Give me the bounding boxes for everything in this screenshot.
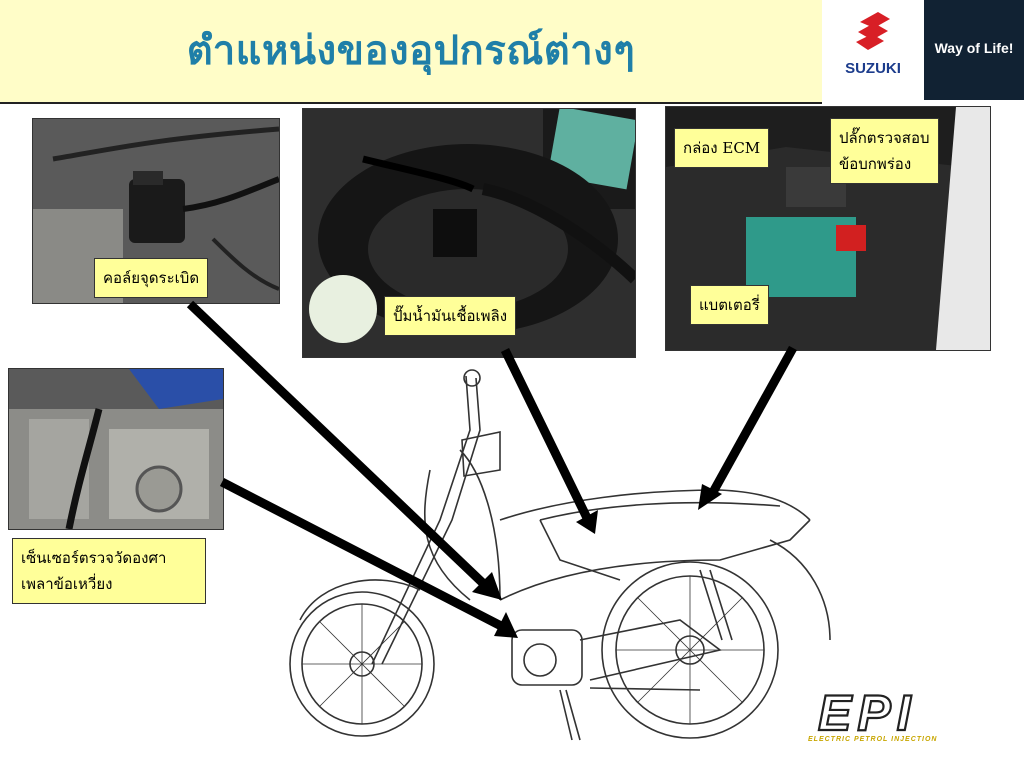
label-crank-sensor-line2: เพลาข้อเหวี่ยง (21, 575, 113, 593)
photo-crank-sensor (8, 368, 224, 530)
arrow-head-fuel-pump (576, 510, 598, 534)
label-fuel-pump-text: ปั๊มน้ำมันเชื้อเพลิง (393, 307, 508, 325)
epi-logo: EPI (817, 690, 917, 736)
arrow-head-battery (698, 484, 722, 510)
motorcycle-outline (289, 369, 831, 741)
label-battery-text: แบตเตอรี่ (699, 296, 760, 314)
label-diagnostic-plug-line1: ปลั๊กตรวจสอบ (839, 129, 930, 147)
epi-logo-subtitle: ELECTRIC PETROL INJECTION (808, 736, 938, 743)
pointer-arrows (186, 300, 797, 632)
label-crank-sensor: เซ็นเซอร์ตรวจวัดองศา เพลาข้อเหวี่ยง (12, 538, 206, 604)
label-ecm-box: กล่อง ECM (674, 128, 770, 168)
suzuki-s-icon (856, 12, 890, 50)
label-fuel-pump: ปั๊มน้ำมันเชื้อเพลิง (384, 296, 517, 336)
epi-logo-text: EPI (818, 690, 917, 736)
suzuki-logo (822, 0, 924, 100)
label-ignition-coil: คอล์ยจุดระเบิด (94, 258, 209, 298)
arrow-head-ignition (472, 572, 502, 600)
brand-name: SUZUKI (845, 60, 901, 77)
slogan-text: Way of Life! (934, 40, 1014, 56)
label-crank-sensor-line1: เซ็นเซอร์ตรวจวัดองศา (21, 549, 167, 567)
arrow-heads (472, 484, 722, 638)
label-ecm-box-text: กล่อง ECM (683, 139, 761, 157)
arrow-head-crank-sensor (494, 612, 518, 638)
label-battery: แบตเตอรี่ (690, 285, 769, 325)
label-diagnostic-plug-line2: ข้อบกพร่อง (839, 155, 912, 173)
header-banner: ตำแหน่งของอุปกรณ์ต่างๆ (0, 0, 822, 104)
slogan-panel (924, 0, 1024, 100)
crank-sensor-image (9, 369, 223, 529)
photo-fuel-pump (302, 108, 636, 358)
fuel-pump-image (303, 109, 635, 357)
page-title: ตำแหน่งของอุปกรณ์ต่างๆ (186, 27, 636, 74)
label-ignition-coil-text: คอล์ยจุดระเบิด (103, 269, 200, 287)
label-diagnostic-plug: ปลั๊กตรวจสอบ ข้อบกพร่อง (830, 118, 939, 184)
